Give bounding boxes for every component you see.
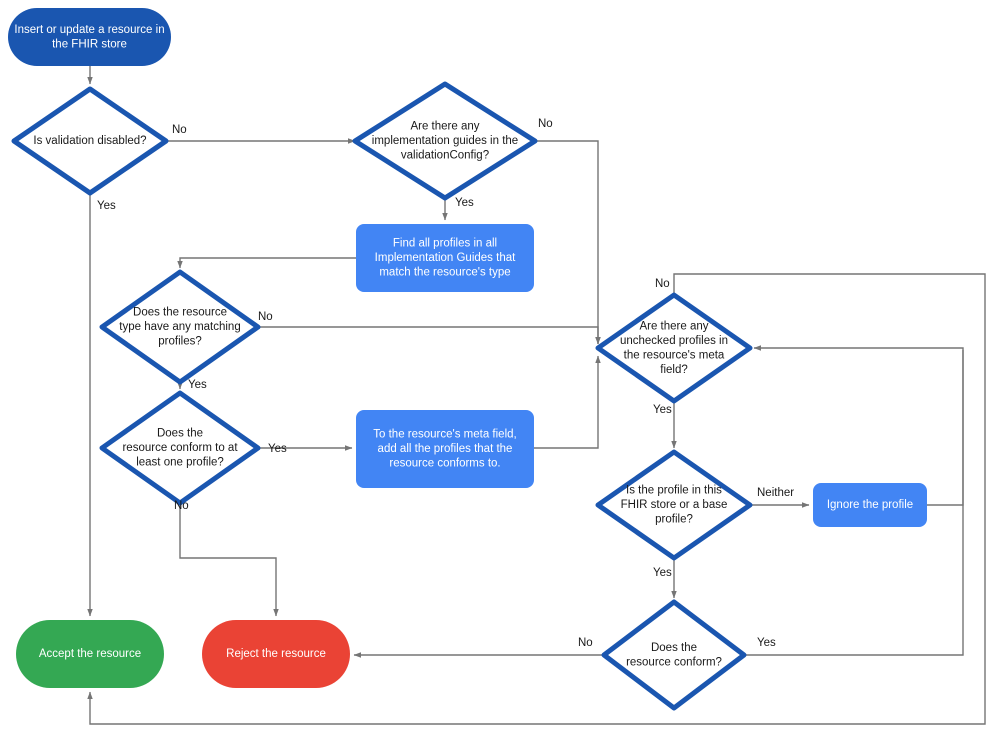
node-label-find-profiles: Find all profiles in all: [393, 238, 497, 250]
node-ignore-profile[interactable]: Ignore the profile: [813, 483, 927, 527]
edge-unchecked-no: [87, 273, 986, 725]
shape-add-profiles-meta: [356, 410, 534, 488]
node-label-profile-in-store: Is the profile in this: [626, 485, 722, 497]
node-label-reject: Reject the resource: [226, 648, 326, 660]
nodes-layer: Insert or update a resource in the FHIR s…: [8, 8, 927, 711]
node-start[interactable]: Insert or update a resource in the FHIR s…: [8, 8, 171, 66]
node-label-matching-profiles: Does the resource: [133, 307, 227, 319]
node-validation-disabled[interactable]: Is validation disabled?: [11, 86, 169, 196]
edge-label-matching-yes: Yes: [188, 379, 207, 391]
node-label-validation-disabled: Is validation disabled?: [33, 135, 146, 147]
node-label-add-profiles-meta: resource conforms to.: [389, 458, 500, 470]
node-matching-profiles[interactable]: Does the resource type have any matching p…: [99, 269, 261, 385]
node-label-resource-conform: resource conform?: [626, 656, 722, 668]
node-label-matching-profiles: profiles?: [158, 336, 201, 348]
node-label-start: Insert or update a resource in: [14, 24, 164, 36]
node-add-profiles-meta[interactable]: To the resource's meta field, add all the…: [356, 410, 534, 488]
node-implementation-guides[interactable]: Are there any implementation guides in th…: [352, 81, 538, 201]
node-label-profile-in-store: profile?: [655, 514, 693, 526]
node-conform-one-profile[interactable]: Does the resource conform to at least one …: [99, 390, 261, 506]
node-label-conform-one-profile: least one profile?: [136, 457, 224, 469]
edge-ignore-to-unchecked: [753, 345, 964, 506]
edge-matching-no: [258, 326, 601, 345]
node-label-accept: Accept the resource: [39, 648, 141, 660]
node-label-ignore-profile: Ignore the profile: [827, 499, 913, 511]
node-label-resource-conform: Does the: [651, 642, 697, 654]
shape-find-profiles: [356, 224, 534, 292]
edge-guides-no: [535, 140, 601, 345]
node-label-implementation-guides: Are there any: [410, 121, 479, 133]
node-label-implementation-guides: validationConfig?: [401, 150, 489, 162]
edge-meta-to-unchecked: [534, 355, 601, 449]
edge-label-profile-yes: Yes: [653, 567, 672, 579]
node-label-unchecked-profiles: field?: [660, 364, 688, 376]
edge-conform-no: [179, 503, 279, 617]
edge-label-guides-no: No: [538, 118, 553, 130]
edge-label-validation-no: No: [172, 124, 187, 136]
decision-shape-validation-disabled: [11, 86, 169, 196]
node-label-matching-profiles: type have any matching: [119, 321, 240, 333]
edge-label-validation-yes: Yes: [97, 200, 116, 212]
node-label-unchecked-profiles: Are there any: [639, 320, 708, 332]
edge-label-unchecked-no: No: [655, 278, 670, 290]
node-label-unchecked-profiles: unchecked profiles in: [620, 335, 728, 347]
edge-resource-conform-yes: [744, 350, 964, 656]
edge-label-matching-no: No: [258, 311, 273, 323]
decision-shape-profile-in-store: [595, 449, 753, 561]
decision-shape-matching-profiles: [99, 269, 261, 385]
node-reject[interactable]: Reject the resource: [202, 620, 350, 688]
node-label-profile-in-store: FHIR store or a base: [621, 499, 728, 511]
edge-label-resource-conform-no: No: [578, 637, 593, 649]
node-unchecked-profiles[interactable]: Are there any unchecked profiles in the re…: [595, 292, 753, 404]
shape-accept: [16, 620, 164, 688]
node-label-unchecked-profiles: the resource's meta: [624, 349, 725, 361]
node-resource-conform[interactable]: Does the resource conform?: [601, 599, 747, 711]
edge-label-unchecked-yes: Yes: [653, 404, 672, 416]
decision-shape-conform-one-profile: [99, 390, 261, 506]
edge-label-guides-yes: Yes: [455, 197, 474, 209]
edges-layer: [87, 66, 986, 725]
node-accept[interactable]: Accept the resource: [16, 620, 164, 688]
shape-ignore-profile: [813, 483, 927, 527]
node-label-conform-one-profile: resource conform to at: [122, 442, 238, 454]
node-label-add-profiles-meta: To the resource's meta field,: [373, 429, 516, 441]
decision-shape-unchecked-profiles: [595, 292, 753, 404]
node-label-find-profiles: Implementation Guides that: [375, 252, 516, 264]
edge-label-conform-yes: Yes: [268, 443, 287, 455]
edge-find-profiles-to-matching: [177, 257, 356, 269]
edge-label-conform-no: No: [174, 500, 189, 512]
decision-shape-implementation-guides: [352, 81, 538, 201]
node-label-conform-one-profile: Does the: [157, 428, 203, 440]
edge-label-profile-neither: Neither: [757, 487, 794, 499]
node-label-implementation-guides: implementation guides in the: [372, 135, 518, 147]
edge-label-resource-conform-yes: Yes: [757, 637, 776, 649]
node-label-add-profiles-meta: add all the profiles that the: [378, 443, 513, 455]
shape-start: [8, 8, 171, 66]
shape-reject: [202, 620, 350, 688]
decision-shape-resource-conform: [601, 599, 747, 711]
node-label-find-profiles: match the resource's type: [379, 267, 510, 279]
node-label-start: the FHIR store: [52, 38, 127, 50]
